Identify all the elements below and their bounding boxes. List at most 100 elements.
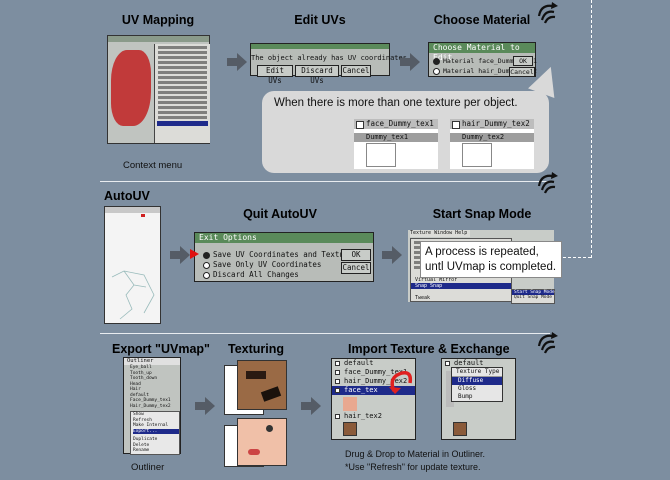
- texture-type-menu: Texture Type Diffuse Gloss Bump: [451, 367, 503, 402]
- uv-mapping-heading: UV Mapping: [121, 13, 195, 27]
- menu-snap-snap[interactable]: Snap Snap: [411, 283, 511, 289]
- outliner-caption: Outliner: [131, 462, 165, 473]
- outliner-menu-item[interactable]: Show: [133, 412, 144, 417]
- edit-uvs-button[interactable]: Edit UVs: [257, 65, 293, 85]
- outliner-row-hair-tex2-imported[interactable]: hair_tex2: [332, 412, 414, 421]
- hair-texture-thumb: [343, 422, 357, 436]
- outliner-menu-item[interactable]: Make Internal: [133, 423, 169, 428]
- quit-autouv-heading: Quit AutoUV: [243, 207, 317, 221]
- outliner-row-face-tex[interactable]: face_tex: [332, 386, 415, 395]
- gloss-item[interactable]: Gloss: [458, 385, 477, 392]
- outliner-row-face-tex1[interactable]: face_Dummy_tex1: [332, 368, 415, 377]
- dummy-label-1: Dummy_tex1: [354, 133, 438, 142]
- cancel-button[interactable]: Cancel: [341, 65, 371, 77]
- repeat-note-line-1: A process is repeated,: [425, 246, 539, 258]
- menu-help[interactable]: Help: [455, 230, 468, 236]
- outliner-item[interactable]: default: [130, 392, 149, 398]
- radio-button[interactable]: [433, 57, 440, 65]
- outliner-row-default[interactable]: default: [332, 359, 415, 368]
- outliner-window: Outliner Eye_ball Tooth_up Tooth_down He…: [123, 357, 181, 455]
- exit-option-3: Discard All Changes: [213, 270, 299, 279]
- cancel-button[interactable]: Cancel: [341, 262, 371, 274]
- outliner-row-default[interactable]: default: [442, 359, 515, 368]
- material-option-2: Material hair_Dummy_tex2: [443, 67, 537, 75]
- autouv-heading: AutoUV: [104, 189, 150, 203]
- curved-arrow-icon: [389, 370, 413, 394]
- callout-box: When there is more than one texture per …: [262, 91, 549, 173]
- exit-option-2: Save Only UV Coordinates: [213, 260, 322, 269]
- outliner-menu-item[interactable]: Duplicate: [133, 437, 158, 442]
- export-menu-item[interactable]: Export...: [133, 428, 179, 434]
- choose-material-heading: Choose Material: [433, 13, 531, 27]
- swirl-arrow-icon: [535, 330, 561, 359]
- swirl-arrow-icon: [535, 170, 561, 199]
- ok-button[interactable]: OK: [341, 249, 371, 261]
- edit-uvs-dialog: The object already has UV coordinates. E…: [250, 43, 411, 85]
- outliner-item[interactable]: Hair_Dummy_tex2: [130, 403, 171, 409]
- outliner-title: Outliner: [124, 358, 180, 365]
- hair-texture-thumb: [453, 422, 467, 436]
- dashed-connector-horizontal: [563, 257, 591, 258]
- export-uvmap-heading: Export "UVmap": [112, 342, 210, 356]
- outliner-item[interactable]: Tooth_up: [130, 370, 152, 376]
- callout-text: When there is more than one texture per …: [274, 97, 518, 109]
- ok-button[interactable]: OK: [513, 56, 533, 66]
- import-outliner-window: default face_Dummy_tex1 hair_Dummy_tex2 …: [331, 358, 416, 440]
- outliner-menu-item[interactable]: Rename: [133, 448, 150, 453]
- discard-uvs-button[interactable]: Discard UVs: [295, 65, 339, 85]
- selection-pointer-icon: [190, 249, 199, 259]
- texture-type-label: Texture Type: [452, 368, 502, 377]
- dashed-connector-vertical: [591, 0, 592, 258]
- texture-box-2: hair_Dummy_tex2 Dummy_tex2: [450, 119, 534, 169]
- radio-button[interactable]: [203, 251, 210, 259]
- cancel-button[interactable]: Cancel: [509, 67, 535, 77]
- menu-virtual-mirror[interactable]: Virtual Mirror: [415, 277, 458, 283]
- outliner-menu-item[interactable]: Refresh: [133, 417, 152, 423]
- autouv-screenshot: [104, 206, 161, 324]
- menu-window[interactable]: Window: [434, 230, 453, 236]
- repeat-note: A process is repeated, untl UVmap is com…: [420, 241, 562, 278]
- texture-label-2: hair_Dummy_tex2: [450, 119, 534, 129]
- start-snap-mode-item[interactable]: Start Snap Mode: [512, 290, 555, 295]
- outliner-item[interactable]: Hair: [130, 387, 141, 392]
- import-note-2: *Use "Refresh" for update texture.: [345, 462, 481, 472]
- start-snap-mode-heading: Start Snap Mode: [432, 207, 532, 221]
- menu-tweak[interactable]: Tweak: [415, 295, 431, 301]
- material-option-1: Material face_Dummy_tex1: [443, 57, 537, 65]
- arrow-icon: [195, 397, 215, 415]
- menu-texture[interactable]: Texture: [410, 230, 432, 236]
- arrow-icon: [301, 397, 321, 415]
- radio-button[interactable]: [203, 261, 210, 269]
- edit-uvs-heading: Edit UVs: [294, 13, 346, 27]
- context-menu-caption: Context menu: [123, 160, 183, 171]
- choose-material-dialog: Choose Material to Edit Material face_Du…: [428, 42, 537, 77]
- arrow-icon: [170, 246, 190, 264]
- section-divider-2: [100, 333, 550, 334]
- import-exchange-heading: Import Texture & Exchange: [348, 342, 510, 356]
- outliner-menu-item[interactable]: Delete: [133, 442, 150, 448]
- exit-options-title: Exit Options: [195, 233, 373, 243]
- exchange-outliner-window: default Texture Type Diffuse Gloss Bump: [441, 358, 516, 440]
- quit-snap-mode-item[interactable]: Quit Snap Mode: [514, 295, 552, 300]
- import-note-1: Drug & Drop to Material in Outliner.: [345, 449, 486, 459]
- outliner-item[interactable]: Head: [130, 381, 141, 387]
- texturing-heading: Texturing: [228, 342, 285, 356]
- outliner-item[interactable]: Eye_ball: [130, 365, 152, 370]
- diffuse-item[interactable]: Diffuse: [452, 377, 502, 385]
- head-model: [111, 50, 151, 126]
- exit-option-1: Save UV Coordinates and Texture: [213, 250, 353, 259]
- outliner-item[interactable]: Face_Dummy_tex1: [130, 398, 171, 403]
- arrow-icon: [400, 53, 420, 71]
- outliner-item[interactable]: Tooth_down: [130, 376, 158, 381]
- choose-material-title: Choose Material to Edit: [429, 43, 535, 62]
- arrow-icon: [227, 53, 247, 71]
- painted-texture: [237, 360, 287, 410]
- dummy-label-2: Dummy_tex2: [450, 133, 534, 142]
- radio-button[interactable]: [203, 271, 210, 279]
- outliner-row-hair-tex2[interactable]: hair_Dummy_tex2: [332, 377, 415, 386]
- radio-button[interactable]: [433, 67, 440, 75]
- texture-label-1: face_Dummy_tex1: [354, 119, 438, 129]
- texture-box-1: face_Dummy_tex1 Dummy_tex1: [354, 119, 438, 169]
- bump-item[interactable]: Bump: [458, 393, 473, 400]
- face-texture: [237, 418, 287, 466]
